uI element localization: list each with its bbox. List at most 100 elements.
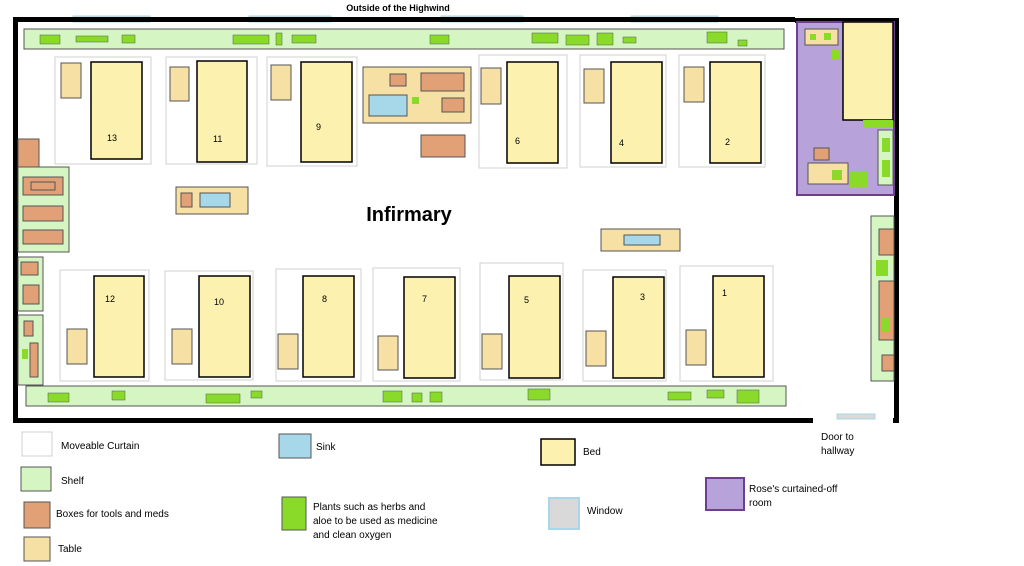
- bed: [712, 275, 765, 378]
- table: [480, 67, 502, 105]
- box: [22, 205, 64, 222]
- bed: [709, 61, 762, 164]
- bed-number: 3: [640, 292, 645, 302]
- legend: Moveable Curtain Shelf Boxes for tools a…: [20, 431, 838, 562]
- bed: [302, 275, 355, 378]
- outside-label: Outside of the Highwind: [346, 3, 450, 13]
- box: [389, 73, 407, 87]
- plant: [824, 33, 831, 40]
- shelf-bottom: [25, 385, 787, 407]
- plant: [736, 389, 760, 404]
- legend-label: Bed: [583, 447, 601, 458]
- legend-label: Boxes for tools and meds: [56, 509, 169, 520]
- plant: [810, 34, 816, 40]
- plant: [882, 318, 890, 332]
- table: [377, 335, 399, 371]
- bed-number: 1: [722, 288, 727, 298]
- bed: [508, 275, 561, 379]
- table: [683, 66, 705, 103]
- legend-label: Moveable Curtain: [61, 441, 139, 452]
- plant: [39, 34, 61, 45]
- legend-label: aloe to be used as medicine: [313, 516, 438, 527]
- plant: [622, 36, 637, 44]
- legend-swatch-bed: [540, 438, 576, 466]
- wall-top-left: [13, 17, 795, 22]
- legend-label: Window: [587, 506, 623, 517]
- table: [169, 66, 190, 102]
- plant: [382, 390, 403, 403]
- legend-swatch-box: [23, 501, 51, 529]
- legend-label: Shelf: [61, 476, 84, 487]
- legend-swatch-rose-room: [705, 477, 745, 511]
- box: [20, 261, 39, 276]
- bed: [196, 60, 248, 163]
- legend-swatch-table: [23, 536, 51, 562]
- legend-label: Plants such as herbs and: [313, 502, 425, 513]
- box: [180, 192, 193, 208]
- bed: [612, 276, 665, 379]
- legend-swatch-window: [548, 497, 580, 530]
- table: [277, 333, 299, 370]
- bed-number: 12: [105, 294, 115, 304]
- table: [60, 62, 82, 99]
- plant: [232, 34, 270, 45]
- plant: [882, 138, 890, 152]
- wall-left: [13, 17, 18, 423]
- table: [685, 329, 707, 366]
- door-label: Door to: [821, 432, 854, 443]
- plant: [531, 32, 559, 44]
- box: [420, 72, 465, 92]
- room-title: Infirmary: [366, 204, 452, 226]
- room-walls: [13, 17, 899, 423]
- right-storage: [870, 215, 895, 382]
- wall-bottom-right: [893, 418, 899, 423]
- plant: [832, 50, 839, 59]
- bed-number: 10: [214, 297, 224, 307]
- table: [270, 64, 292, 101]
- bed-number: 5: [524, 295, 529, 305]
- plant: [706, 31, 728, 44]
- box: [22, 229, 64, 245]
- plant: [75, 35, 109, 43]
- plant: [876, 260, 888, 276]
- legend-label: Rose's curtained-off: [749, 484, 838, 495]
- bed-number: 9: [316, 122, 321, 132]
- box: [29, 342, 39, 378]
- legend-swatch-sink: [278, 433, 312, 459]
- sink: [199, 192, 231, 208]
- legend-label: Table: [58, 544, 82, 555]
- bed: [506, 61, 559, 164]
- beds-top-row: 13 11 9 6 4 2: [54, 54, 766, 169]
- table: [171, 328, 193, 365]
- wall-right: [894, 18, 899, 423]
- plant: [411, 392, 423, 403]
- plant: [412, 97, 419, 104]
- center-work-area: [175, 66, 681, 252]
- plant: [737, 39, 748, 47]
- plant: [429, 391, 443, 403]
- bed-number: 11: [213, 134, 222, 144]
- plant: [832, 170, 842, 180]
- plant: [596, 32, 614, 46]
- plant: [706, 389, 725, 399]
- table: [66, 328, 88, 365]
- bed: [403, 276, 456, 379]
- bed: [90, 61, 143, 160]
- legend-swatch-plant: [281, 496, 307, 531]
- legend-label: and clean oxygen: [313, 530, 391, 541]
- box: [441, 97, 465, 113]
- plant: [882, 160, 890, 177]
- box: [30, 181, 56, 191]
- bed-number: 2: [725, 137, 730, 147]
- table: [481, 333, 503, 370]
- bed: [93, 275, 145, 378]
- plant: [47, 392, 70, 403]
- bed: [300, 61, 353, 163]
- window-bottom: [836, 413, 876, 420]
- wall-bottom: [13, 418, 813, 423]
- plant: [111, 390, 126, 401]
- plant: [250, 390, 263, 399]
- box: [881, 354, 895, 372]
- bed-number: 13: [107, 133, 117, 143]
